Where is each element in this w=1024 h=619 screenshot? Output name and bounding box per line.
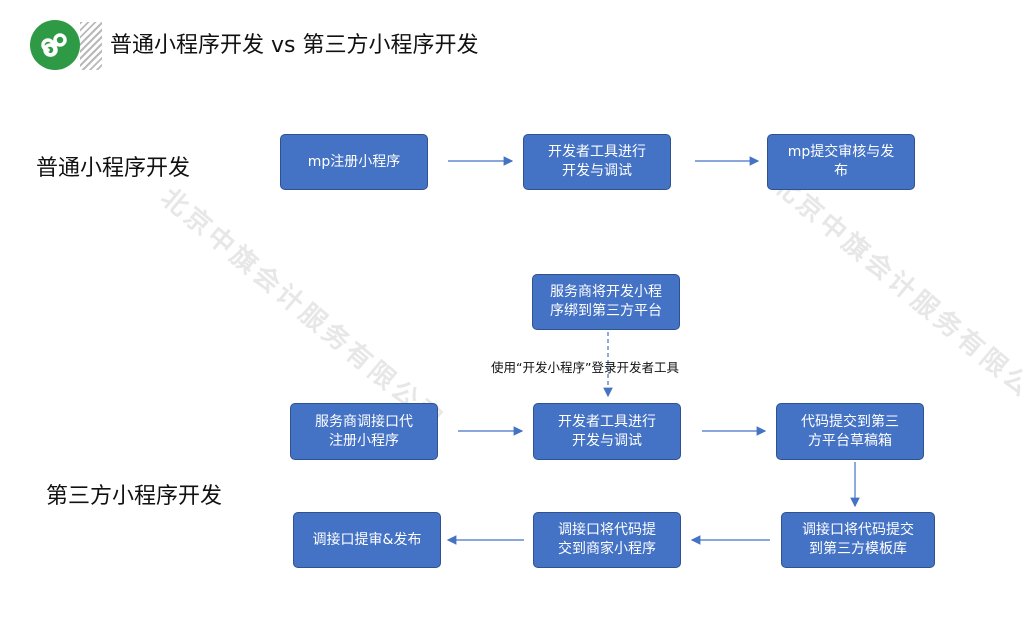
node-dev-tools-1: 开发者工具进行 开发与调试	[523, 134, 671, 190]
node-provider-bind-label: 服务商将开发小程 序绑到第三方平台	[550, 284, 662, 319]
node-mp-submit: mp提交审核与发 布	[767, 134, 915, 190]
node-provider-register-label: 服务商调接口代 注册小程序	[315, 413, 413, 449]
node-review-publish-label: 调接口提审&发布	[312, 531, 422, 548]
page-title: 普通小程序开发 vs 第三方小程序开发	[110, 33, 479, 58]
node-mp-submit-label: mp提交审核与发 布	[787, 144, 895, 179]
node-mp-register-label: mp注册小程序	[307, 153, 401, 170]
edge-label-login: 使用“开发小程序”登录开发者工具	[491, 360, 679, 375]
node-template-library: 调接口将代码提交 到第三方模板库	[781, 512, 935, 568]
node-code-submit-draft-label: 代码提交到第三 方平台草稿箱	[801, 413, 899, 449]
decorative-stripes	[80, 22, 102, 70]
node-dev-tools-2: 开发者工具进行 开发与调试	[533, 403, 681, 460]
node-provider-register: 服务商调接口代 注册小程序	[290, 403, 438, 460]
node-mp-register: mp注册小程序	[280, 134, 428, 190]
mini-program-logo-icon	[30, 20, 80, 70]
node-submit-to-merchant-label: 调接口将代码提 交到商家小程序	[558, 522, 656, 557]
node-code-submit-draft: 代码提交到第三 方平台草稿箱	[776, 403, 924, 460]
row-label-normal: 普通小程序开发	[36, 156, 191, 181]
row-label-third-party: 第三方小程序开发	[46, 484, 223, 509]
node-dev-tools-1-label: 开发者工具进行 开发与调试	[548, 144, 646, 179]
node-template-library-label: 调接口将代码提交 到第三方模板库	[802, 522, 914, 557]
node-review-publish: 调接口提审&发布	[293, 512, 441, 568]
node-submit-to-merchant: 调接口将代码提 交到商家小程序	[533, 512, 681, 568]
node-dev-tools-2-label: 开发者工具进行 开发与调试	[558, 413, 656, 449]
node-provider-bind: 服务商将开发小程 序绑到第三方平台	[532, 274, 680, 330]
